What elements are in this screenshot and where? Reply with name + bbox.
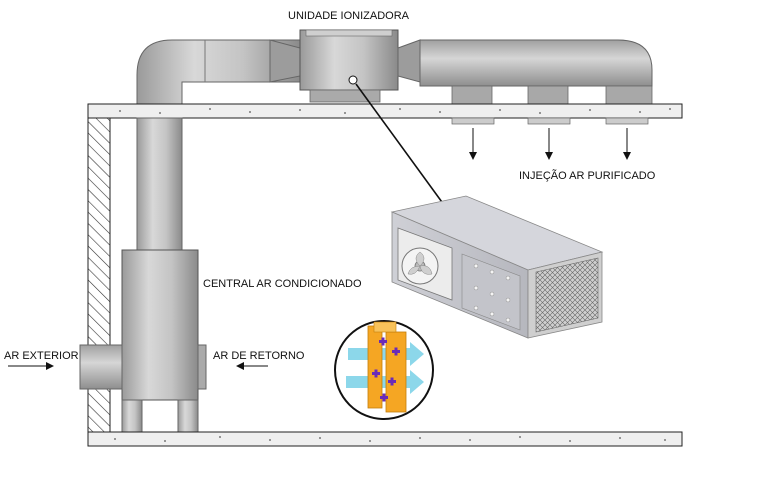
- supply-duct-right: [397, 39, 653, 105]
- central-ac-label: CENTRAL AR CONDICIONADO: [203, 278, 362, 290]
- detail-leader-line: [355, 83, 456, 221]
- outside-air-label: AR EXTERIOR: [4, 350, 79, 362]
- return-air-label: AR DE RETORNO: [213, 350, 305, 362]
- ionization-cell-detail: [334, 320, 434, 420]
- vertical-duct: [136, 117, 183, 251]
- supply-duct-left: [136, 39, 301, 119]
- ionizer-detail-point: [348, 75, 358, 85]
- ionizer-unit: [299, 29, 399, 103]
- central-ac-unit: [79, 249, 207, 433]
- ionizer-unit-detail: [390, 195, 604, 339]
- diffusers: [451, 117, 649, 160]
- purified-air-injection-label: INJEÇÃO AR PURIFICADO: [519, 169, 656, 182]
- floor-slab: [87, 431, 683, 447]
- ionizer-unit-label: UNIDADE IONIZADORA: [288, 10, 410, 22]
- ceiling-slab: [87, 103, 683, 119]
